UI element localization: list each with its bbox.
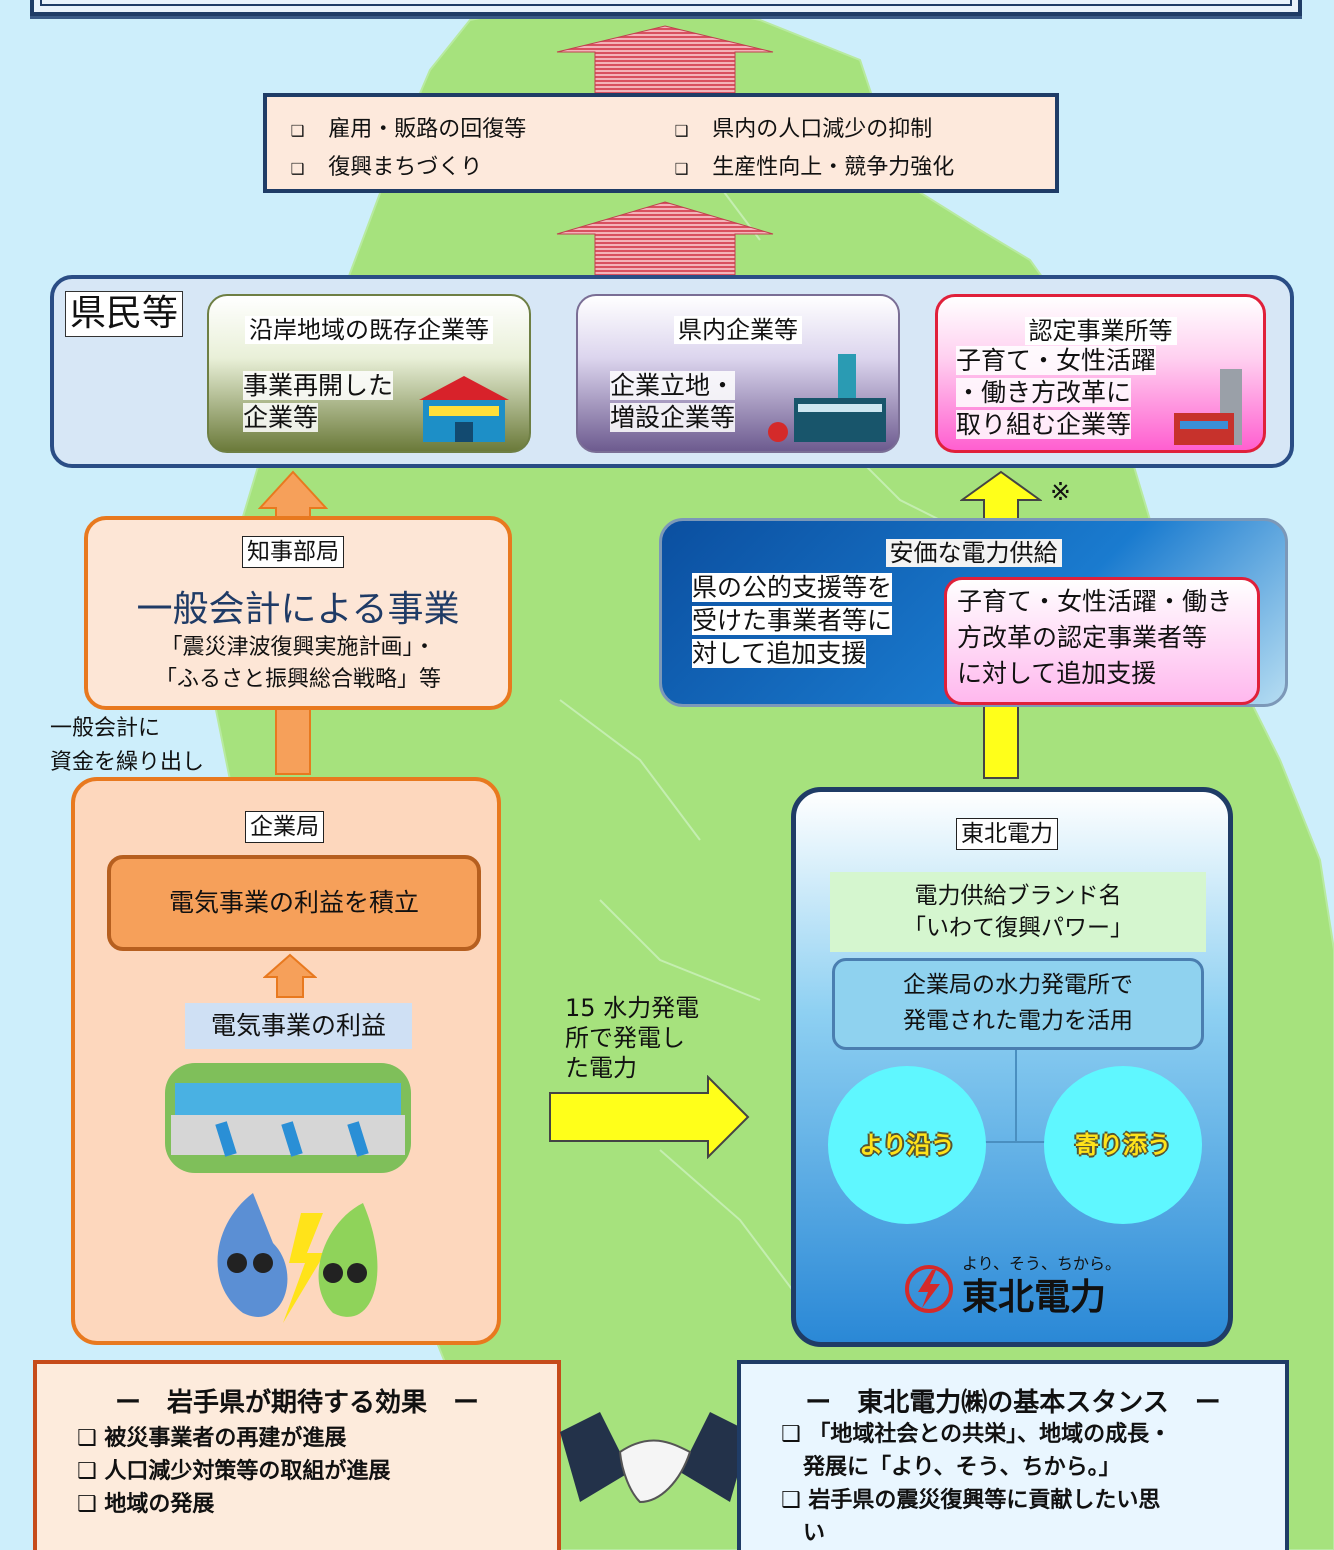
electricity-profit-label: 電気事業の利益	[185, 1003, 412, 1049]
outcome-item: ❑雇用・販路の回復等	[291, 117, 527, 142]
office-building-icon	[1174, 369, 1242, 445]
cheap-power-supply-box: 安価な電力供給 県の公的支援等を 受けた事業者等に 対して追加支援 子育て・女性…	[659, 518, 1288, 707]
outcome-item: ❑県内の人口減少の抑制	[675, 117, 933, 142]
outcome-item: ❑復興まちづくり	[291, 155, 483, 180]
mascot-characters-icon	[217, 1193, 378, 1323]
residents-label: 県民等	[65, 291, 184, 337]
note-mark: ※	[1050, 477, 1071, 506]
prefecture-companies-panel: 県内企業等 企業立地・ 増設企業等	[576, 294, 900, 453]
note-heading: ー 東北電力㈱の基本スタンス ー	[805, 1388, 1221, 1418]
hydro-power-box: 企業局の水力発電所で 発電された電力を活用	[832, 958, 1204, 1050]
tohoku-basic-stance-note: ー 東北電力㈱の基本スタンス ー ❑ 「地域社会との共栄」、地域の成長・ 発展に…	[737, 1360, 1289, 1550]
panel-title: 県内企業等	[674, 316, 802, 344]
enterprise-bureau-box: 企業局 電気事業の利益を積立 電気事業の利益	[71, 777, 501, 1345]
outcome-item: ❑生産性向上・競争力強化	[675, 155, 955, 180]
logo-name: 東北電力	[962, 1277, 1107, 1318]
cheap-power-title: 安価な電力供給	[885, 539, 1062, 567]
small-up-arrow	[263, 953, 317, 998]
note-items: ❑ 被災事業者の再建が進展 ❑ 人口減少対策等の取組が進展 ❑ 地域の発展	[77, 1426, 391, 1517]
public-support-text: 県の公的支援等を 受けた事業者等に 対して追加支援	[692, 573, 893, 668]
factory-icon	[768, 354, 886, 442]
enterprise-bureau-label: 企業局	[245, 811, 324, 843]
dam-icon	[165, 1063, 411, 1173]
lightning-logo-icon	[905, 1265, 953, 1313]
circle-yorisou-2: 寄り添う	[1044, 1066, 1202, 1224]
fund-transfer-text: 一般会計に 資金を繰り出し	[50, 716, 205, 775]
iwate-expected-effects-note: ー 岩手県が期待する効果 ー ❑ 被災事業者の再建が進展 ❑ 人口減少対策等の取…	[33, 1360, 561, 1550]
panel-title: 認定事業所等	[1024, 317, 1177, 345]
tohoku-electric-label: 東北電力	[956, 818, 1058, 850]
top-title-bar	[30, 0, 1302, 16]
logo-slogan: より、そう、ちから。	[962, 1254, 1122, 1273]
governor-department-box: 知事部局 一般会計による事業 「震災津波復興実施計画」・ 「ふるさと振興総合戦略…	[84, 516, 512, 710]
note-heading: ー 岩手県が期待する効果 ー	[114, 1388, 479, 1418]
handshake-icon	[560, 1412, 750, 1504]
orange-up-arrow	[258, 470, 328, 775]
up-arrow-top	[556, 25, 774, 99]
brand-name-box: 電力供給ブランド名 「いわて復興パワー」	[830, 872, 1206, 952]
certified-support-box: 子育て・女性活躍・働き 方改革の認定事業者等 に対して追加支援	[944, 577, 1260, 705]
building-icon	[419, 376, 509, 442]
tohoku-electric-box: 東北電力 電力供給ブランド名 「いわて復興パワー」 企業局の水力発電所で 発電さ…	[791, 787, 1233, 1347]
expected-outcomes-box: ❑雇用・販路の回復等 ❑県内の人口減少の抑制 ❑復興まちづくり ❑生産性向上・競…	[263, 93, 1059, 193]
governor-department-label: 知事部局	[242, 536, 344, 568]
supplied-power-text: 15 水力発電 所で発電し た電力	[565, 994, 700, 1082]
note-items: ❑ 「地域社会との共栄」、地域の成長・ 発展に「より、そう、ちから。」 ❑ 岩手…	[781, 1422, 1172, 1546]
coastal-companies-panel: 沿岸地域の既存企業等 事業再開した 企業等	[207, 294, 531, 453]
panel-title: 沿岸地域の既存企業等	[245, 316, 493, 344]
profit-reserve-box: 電気事業の利益を積立	[107, 855, 481, 951]
circle-yorisou: より沿う	[828, 1066, 986, 1224]
yellow-right-arrow	[549, 1075, 750, 1159]
certified-companies-panel: 認定事業所等 子育て・女性活躍 ・働き方改革に 取り組む企業等	[935, 294, 1266, 453]
general-account-title: 一般会計による事業	[136, 589, 460, 630]
up-arrow-middle	[556, 201, 774, 277]
